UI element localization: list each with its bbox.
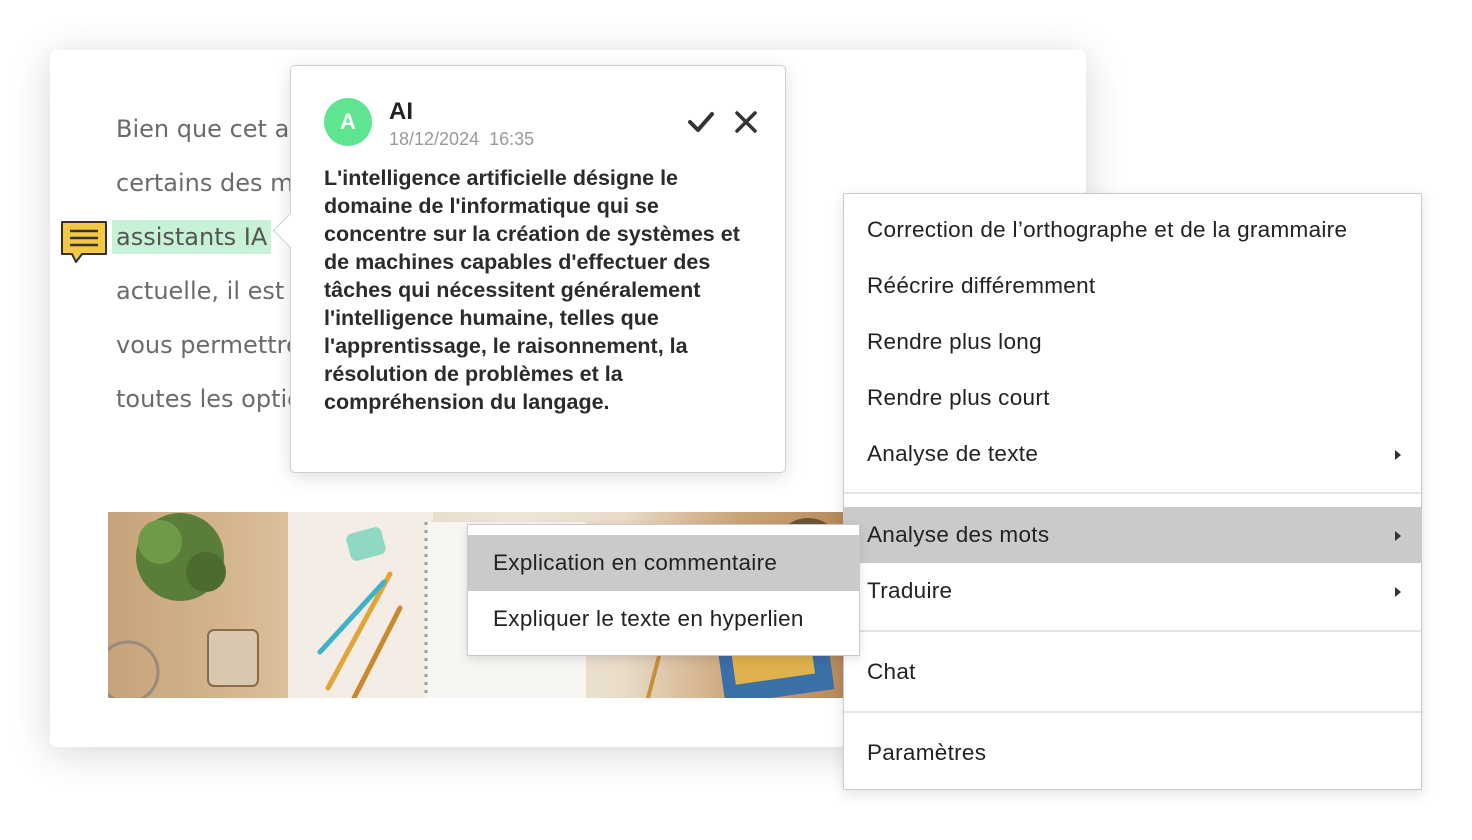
- menu-item-label: Analyse de texte: [867, 441, 1039, 466]
- menu-separator: [844, 630, 1421, 632]
- menu-item-label: Explication en commentaire: [493, 550, 778, 575]
- close-button[interactable]: [732, 108, 760, 136]
- menu-separator: [844, 711, 1421, 713]
- word-analysis-submenu: Explication en commentaire Expliquer le …: [467, 524, 860, 656]
- comment-text: L'intelligence artificielle désigne le d…: [324, 166, 740, 414]
- menu-item-label: Paramètres: [867, 740, 987, 765]
- menu-item-explain-comment[interactable]: Explication en commentaire: [468, 535, 859, 591]
- menu-separator: [844, 492, 1421, 494]
- highlighted-text[interactable]: assistants IA: [112, 220, 272, 254]
- comment-author: AI: [389, 98, 413, 125]
- menu-item-label: Traduire: [867, 578, 953, 603]
- menu-item-translate[interactable]: Traduire: [844, 563, 1421, 619]
- doc-text-line: certains des m: [116, 169, 294, 197]
- comment-datetime: 18/12/2024 16:35: [389, 129, 534, 150]
- doc-text-line: Bien que cet ar: [116, 115, 300, 143]
- menu-item-make-longer[interactable]: Rendre plus long: [844, 314, 1421, 370]
- accept-button[interactable]: [687, 108, 715, 136]
- comment-time: 16:35: [489, 129, 535, 149]
- submenu-arrow-icon: [1395, 587, 1401, 597]
- comment-date: 18/12/2024: [389, 129, 480, 149]
- doc-text-line: actuelle, il est c: [116, 277, 306, 305]
- menu-item-label: Réécrire différemment: [867, 273, 1096, 298]
- menu-item-label: Rendre plus court: [867, 385, 1050, 410]
- menu-item-label: Chat: [867, 659, 916, 684]
- menu-item-label: Rendre plus long: [867, 329, 1042, 354]
- avatar: A: [324, 98, 372, 146]
- submenu-arrow-icon: [1395, 450, 1401, 460]
- menu-item-make-shorter[interactable]: Rendre plus court: [844, 370, 1421, 426]
- menu-item-label: Correction de l’orthographe et de la gra…: [867, 217, 1348, 242]
- menu-item-text-analysis[interactable]: Analyse de texte: [844, 426, 1421, 482]
- comment-popup: A AI 18/12/2024 16:35 L'intelligence art…: [272, 65, 786, 473]
- submenu-arrow-icon: [1395, 531, 1401, 541]
- menu-item-label: Expliquer le texte en hyperlien: [493, 606, 804, 631]
- menu-item-word-analysis[interactable]: Analyse des mots: [844, 507, 1421, 563]
- menu-item-chat[interactable]: Chat: [844, 644, 1421, 700]
- comment-marker-icon[interactable]: [60, 220, 107, 263]
- check-icon: [688, 112, 714, 132]
- close-icon: [735, 111, 757, 133]
- doc-text-line: vous permettre: [116, 331, 301, 359]
- doc-text-line: toutes les optic: [116, 385, 301, 413]
- menu-item-settings[interactable]: Paramètres: [844, 725, 1421, 781]
- context-menu: Correction de l’orthographe et de la gra…: [843, 193, 1422, 790]
- menu-item-explain-hyperlink[interactable]: Expliquer le texte en hyperlien: [468, 591, 859, 647]
- menu-item-rewrite[interactable]: Réécrire différemment: [844, 258, 1421, 314]
- menu-item-label: Analyse des mots: [867, 522, 1050, 547]
- menu-item-correction[interactable]: Correction de l’orthographe et de la gra…: [844, 202, 1421, 258]
